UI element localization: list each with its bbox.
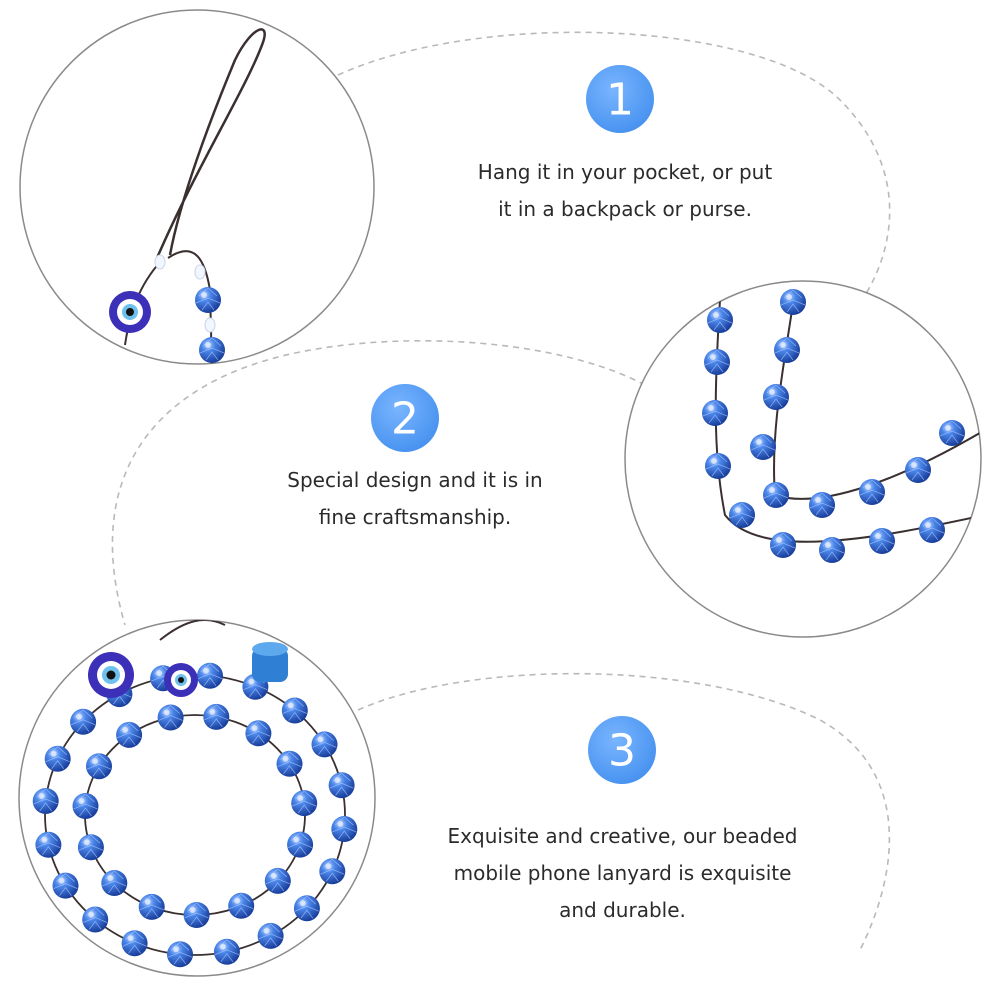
crystal-bead bbox=[32, 787, 60, 815]
step-1-number: 1 bbox=[606, 75, 634, 126]
crystal-bead bbox=[227, 892, 255, 920]
crystal-bead bbox=[72, 792, 99, 820]
crystal-bead bbox=[52, 872, 79, 900]
crystal-bead bbox=[328, 771, 356, 799]
crystal-bead bbox=[264, 867, 292, 895]
connector-1 bbox=[337, 31, 891, 301]
crystal-bead bbox=[138, 893, 166, 921]
crystal-bead bbox=[213, 938, 241, 966]
step-3-badge: 3 bbox=[588, 716, 656, 784]
step-1-description: Hang it in your pocket, or put it in a b… bbox=[477, 160, 773, 221]
crystal-bead bbox=[286, 831, 314, 859]
dashed-connectors bbox=[111, 31, 891, 951]
crystal-bead bbox=[69, 708, 97, 736]
crystal-bead bbox=[318, 857, 346, 885]
crystal-bead bbox=[196, 662, 224, 690]
crystal-bead bbox=[257, 922, 285, 950]
step-2-description: Special design and it is in fine craftsm… bbox=[287, 468, 543, 529]
crystal-bead bbox=[281, 697, 309, 724]
crystal-bead bbox=[311, 730, 338, 758]
step-2-badge: 2 bbox=[371, 384, 439, 452]
crystal-bead bbox=[244, 719, 272, 747]
crystal-bead bbox=[330, 815, 358, 843]
crystal-bead bbox=[166, 940, 194, 968]
crystal-bead bbox=[85, 752, 113, 780]
crystal-bead bbox=[290, 789, 318, 817]
evil-eye-bead-icon bbox=[88, 652, 198, 698]
step-1-badge: 1 bbox=[586, 65, 654, 133]
crystal-bead bbox=[115, 721, 143, 749]
evil-eye-bead-icon bbox=[109, 291, 151, 333]
crystal-bead bbox=[81, 906, 109, 933]
crystal-bead bbox=[276, 750, 303, 778]
connector-3 bbox=[357, 672, 891, 951]
photo-circle-lanyard-coiled bbox=[18, 619, 376, 977]
crystal-bead bbox=[202, 703, 230, 731]
crystal-bead bbox=[77, 833, 105, 861]
step-2-number: 2 bbox=[391, 394, 419, 445]
crystal-bead bbox=[293, 894, 321, 922]
crystal-bead bbox=[183, 901, 211, 929]
photo-circle-lanyard-loop bbox=[19, 9, 375, 365]
photo-circle-bead-strands bbox=[624, 280, 982, 638]
crystal-bead bbox=[34, 831, 62, 859]
crystal-bead bbox=[44, 745, 72, 773]
connector-2 bbox=[111, 340, 646, 626]
step-3-number: 3 bbox=[608, 726, 636, 777]
step-3-description: Exquisite and creative, our beaded mobil… bbox=[447, 824, 798, 922]
crystal-bead bbox=[121, 929, 149, 957]
crystal-bead bbox=[157, 704, 185, 731]
crystal-bead bbox=[100, 869, 128, 897]
